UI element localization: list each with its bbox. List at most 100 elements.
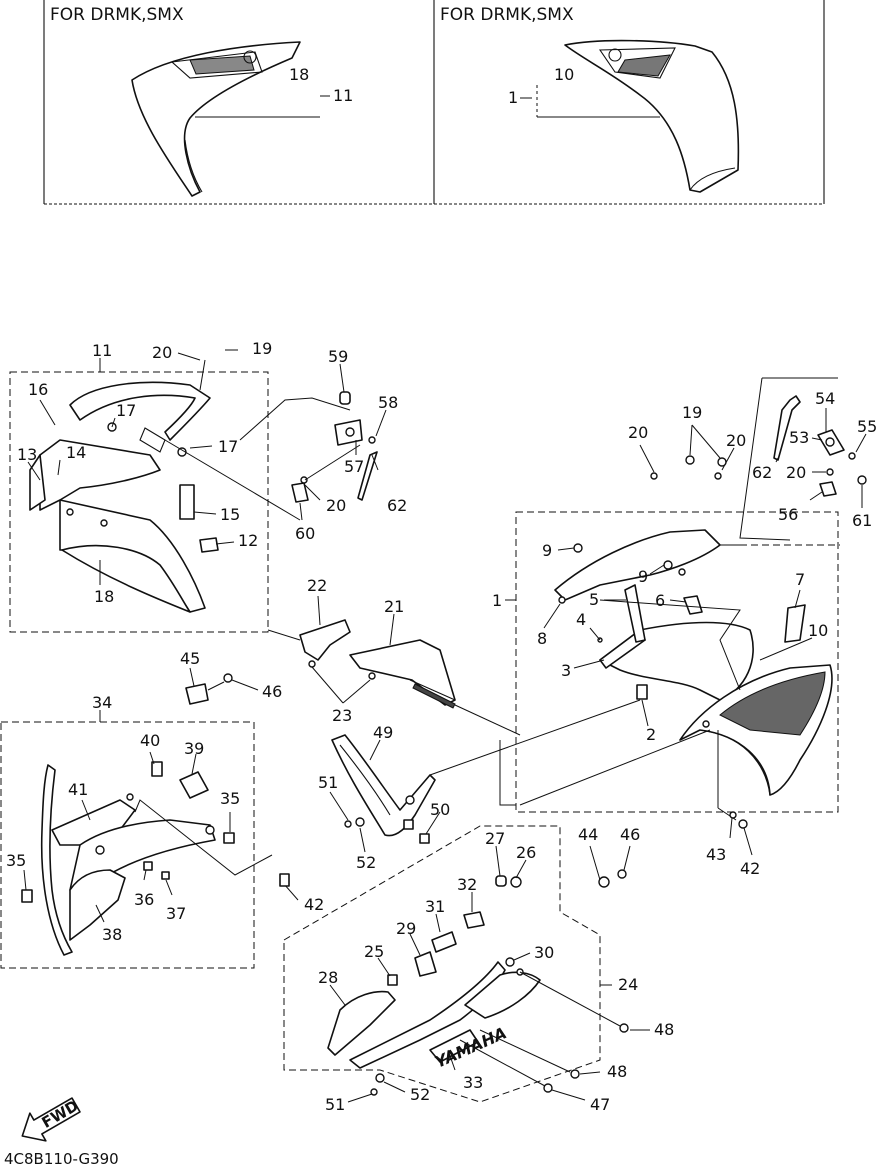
callout-55: 55 (857, 417, 877, 436)
callout-2: 2 (646, 725, 656, 744)
callout-labels: 11 20 19 16 17 17 13 14 15 12 18 59 58 5… (6, 339, 877, 1114)
callout-31: 31 (425, 897, 445, 916)
bracket-cluster-53-62 (739, 377, 867, 541)
callout-39: 39 (184, 739, 204, 758)
callout-3: 3 (561, 661, 571, 680)
callout-43: 43 (706, 845, 726, 864)
callout-53: 53 (789, 428, 809, 447)
callout-20: 20 (152, 343, 172, 362)
callout-35: 35 (6, 851, 26, 870)
callout-48: 48 (654, 1020, 674, 1039)
callout-20: 20 (726, 431, 746, 450)
callout-5: 5 (589, 590, 599, 609)
callout-51: 51 (325, 1095, 345, 1114)
callout-13: 13 (17, 445, 37, 464)
svg-text:1: 1 (508, 88, 518, 107)
callout-20: 20 (628, 423, 648, 442)
svg-text:10: 10 (554, 65, 574, 84)
callout-7: 7 (795, 570, 805, 589)
callout-19: 19 (252, 339, 272, 358)
callout-20: 20 (326, 496, 346, 515)
callout-34: 34 (92, 693, 112, 712)
fwd-label: FWD (39, 1097, 82, 1132)
callout-25: 25 (364, 942, 384, 961)
callout-35: 35 (220, 789, 240, 808)
callout-48: 48 (607, 1062, 627, 1081)
callout-54: 54 (815, 389, 835, 408)
callout-47: 47 (590, 1095, 610, 1114)
callout-37: 37 (166, 904, 186, 923)
callout-57: 57 (344, 457, 364, 476)
callout-9: 9 (638, 567, 648, 586)
callout-51: 51 (318, 773, 338, 792)
right-inset-cowling: 1 10 (508, 39, 740, 193)
callout-62: 62 (387, 496, 407, 515)
callout-42: 42 (740, 859, 760, 878)
callout-38: 38 (102, 925, 122, 944)
left-panel-title: FOR DRMK,SMX (50, 5, 184, 25)
fwd-arrow-icon: FWD (21, 1097, 82, 1142)
callout-29: 29 (396, 919, 416, 938)
callout-8: 8 (537, 629, 547, 648)
part-45-46 (185, 667, 259, 705)
callout-32: 32 (457, 875, 477, 894)
bracket-cluster-57-62 (291, 363, 387, 521)
callout-44: 44 (578, 825, 598, 844)
group-24-under-cowling: YAMAHA (283, 729, 711, 1103)
center-bracket-21-23 (267, 595, 521, 736)
bolts-42-43 (729, 811, 753, 856)
callout-52: 52 (356, 853, 376, 872)
callout-42: 42 (304, 895, 324, 914)
callout-16: 16 (28, 380, 48, 399)
top-inset-panels: FOR DRMK,SMX FOR DRMK,SMX 18 11 1 10 (43, 0, 825, 205)
callout-20: 20 (786, 463, 806, 482)
group-1-side-cowling-right (505, 511, 840, 821)
callout-26: 26 (516, 843, 536, 862)
callout-18: 18 (94, 587, 114, 606)
callout-40: 40 (140, 731, 160, 750)
callout-58: 58 (378, 393, 398, 412)
svg-text:18: 18 (289, 65, 309, 84)
callout-62: 62 (752, 463, 772, 482)
callout-28: 28 (318, 968, 338, 987)
callout-56: 56 (778, 505, 798, 524)
callout-61: 61 (852, 511, 872, 530)
callout-9: 9 (542, 541, 552, 560)
group-34-lower-cowling (0, 710, 299, 969)
callout-21: 21 (384, 597, 404, 616)
callout-23: 23 (332, 706, 352, 725)
callout-27: 27 (485, 829, 505, 848)
callout-60: 60 (295, 524, 315, 543)
group-11-side-cowling (9, 349, 351, 633)
callout-41: 41 (68, 780, 88, 799)
left-inset-cowling: 18 11 (131, 41, 353, 197)
callout-17: 17 (218, 437, 238, 456)
callout-17: 17 (116, 401, 136, 420)
callout-10: 10 (808, 621, 828, 640)
right-panel-title: FOR DRMK,SMX (440, 5, 574, 25)
callout-59: 59 (328, 347, 348, 366)
callout-30: 30 (534, 943, 554, 962)
callout-46: 46 (620, 825, 640, 844)
callout-46: 46 (262, 682, 282, 701)
part-49-cover (329, 699, 641, 853)
callout-12: 12 (238, 531, 258, 550)
callout-6: 6 (655, 591, 665, 610)
callout-49: 49 (373, 723, 393, 742)
callout-15: 15 (220, 505, 240, 524)
callout-33: 33 (463, 1073, 483, 1092)
callout-45: 45 (180, 649, 200, 668)
callout-1: 1 (492, 591, 502, 610)
callout-24: 24 (618, 975, 638, 994)
callout-50: 50 (430, 800, 450, 819)
callout-19: 19 (682, 403, 702, 422)
bolts-19-20-right (639, 424, 735, 480)
callout-36: 36 (134, 890, 154, 909)
callout-11: 11 (92, 341, 112, 360)
callout-4: 4 (576, 610, 586, 629)
callout-52: 52 (410, 1085, 430, 1104)
callout-22: 22 (307, 576, 327, 595)
diagram-code: 4C8B110-G390 (4, 1150, 119, 1168)
svg-text:11: 11 (333, 86, 353, 105)
